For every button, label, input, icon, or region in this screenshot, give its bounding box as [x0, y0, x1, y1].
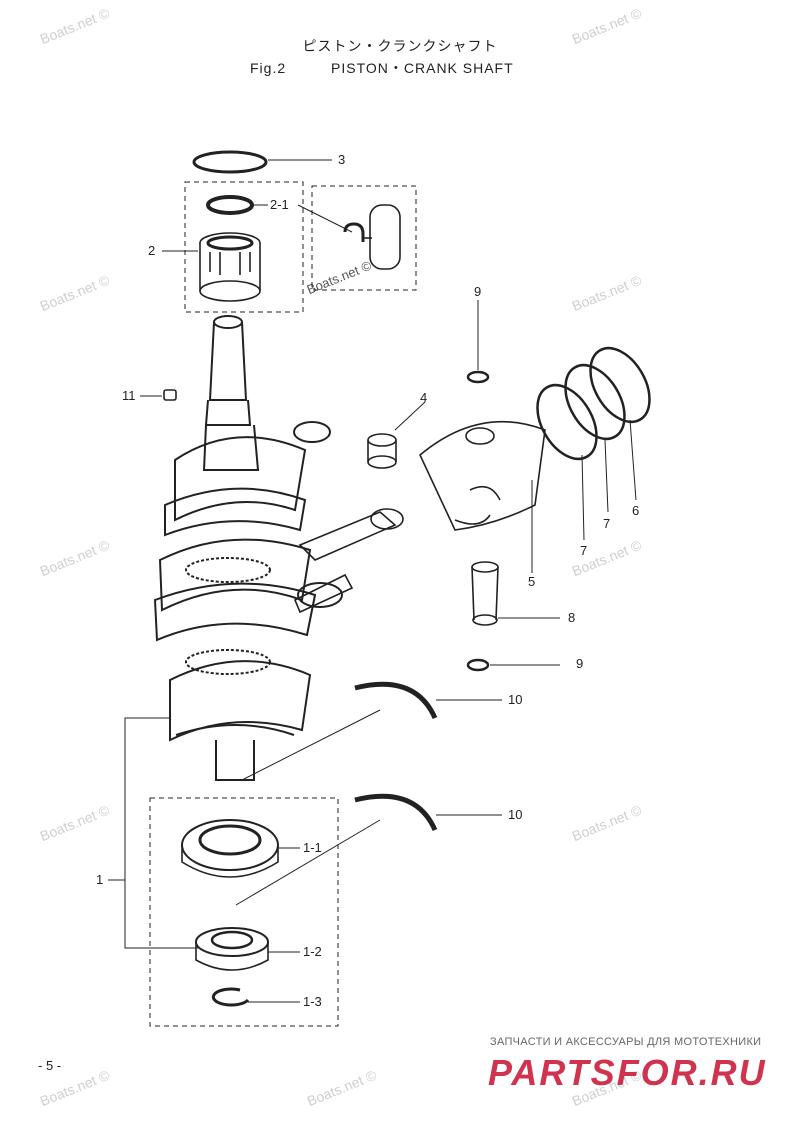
connecting-rod: [298, 511, 397, 561]
o-ring-part-3: [192, 150, 268, 174]
key-part-11: [163, 389, 177, 401]
group-2-box: [184, 181, 304, 313]
group-1-box: [149, 797, 339, 1027]
shop-tagline: ЗАПЧАСТИ И АКСЕССУАРЫ ДЛЯ МОТОТЕХНИКИ: [490, 1036, 762, 1048]
callout-5: 5: [528, 574, 536, 589]
piston-ring-part-6: [589, 346, 651, 424]
callout-1-2: 1-2: [303, 944, 322, 959]
ball-bearing-part-1-1: [181, 819, 279, 878]
retainer-part-10-bottom: [354, 793, 438, 832]
callout-3: 3: [338, 152, 346, 167]
title-japanese: ピストン・クランクシャフト: [302, 39, 498, 55]
callout-10-top: 10: [508, 692, 523, 707]
grease-tube-icon: [343, 204, 401, 270]
piston-ring-part-7b: [564, 363, 626, 441]
callout-6: 6: [632, 503, 640, 518]
figure-title: Fig.2 PISTON・CRANK SHAFT: [250, 58, 514, 78]
callout-10-bottom: 10: [508, 807, 523, 822]
callout-7-left: 7: [580, 543, 588, 558]
crankshaft-part-1: [153, 315, 343, 781]
callout-2-1: 2-1: [270, 197, 289, 212]
callout-4: 4: [420, 390, 428, 405]
callout-9-bottom: 9: [576, 656, 584, 671]
shop-logo: PARTSFOR.RU: [488, 1052, 767, 1093]
figure-title-english: PISTON・CRANK SHAFT: [331, 60, 514, 76]
clip-part-9-top: [466, 370, 490, 384]
callout-7-right: 7: [603, 516, 611, 531]
bearing-sleeve-part-2: [199, 232, 261, 302]
callout-11: 11: [122, 388, 136, 403]
oil-seal-part-1-2: [195, 927, 269, 971]
callout-1: 1: [96, 872, 104, 887]
clip-part-9-bottom: [466, 658, 490, 672]
callout-8: 8: [568, 610, 576, 625]
page-number: - 5 -: [38, 1058, 62, 1073]
figure-label: Fig.2: [250, 60, 287, 76]
piston-ring-part-7a: [536, 383, 598, 461]
circlip-part-1-3: [211, 987, 250, 1007]
callout-9-top: 9: [474, 284, 482, 299]
piston-part-5: [419, 420, 546, 531]
retainer-part-10-top: [354, 681, 438, 720]
callout-1-3: 1-3: [303, 994, 322, 1009]
inset-box: [311, 185, 417, 291]
callout-1-1: 1-1: [303, 840, 322, 855]
needle-bearing-part-2-1: [206, 195, 254, 215]
callout-2: 2: [148, 243, 156, 258]
small-end-bearing-part-4: [367, 433, 397, 469]
piston-pin-part-8: [471, 561, 499, 626]
